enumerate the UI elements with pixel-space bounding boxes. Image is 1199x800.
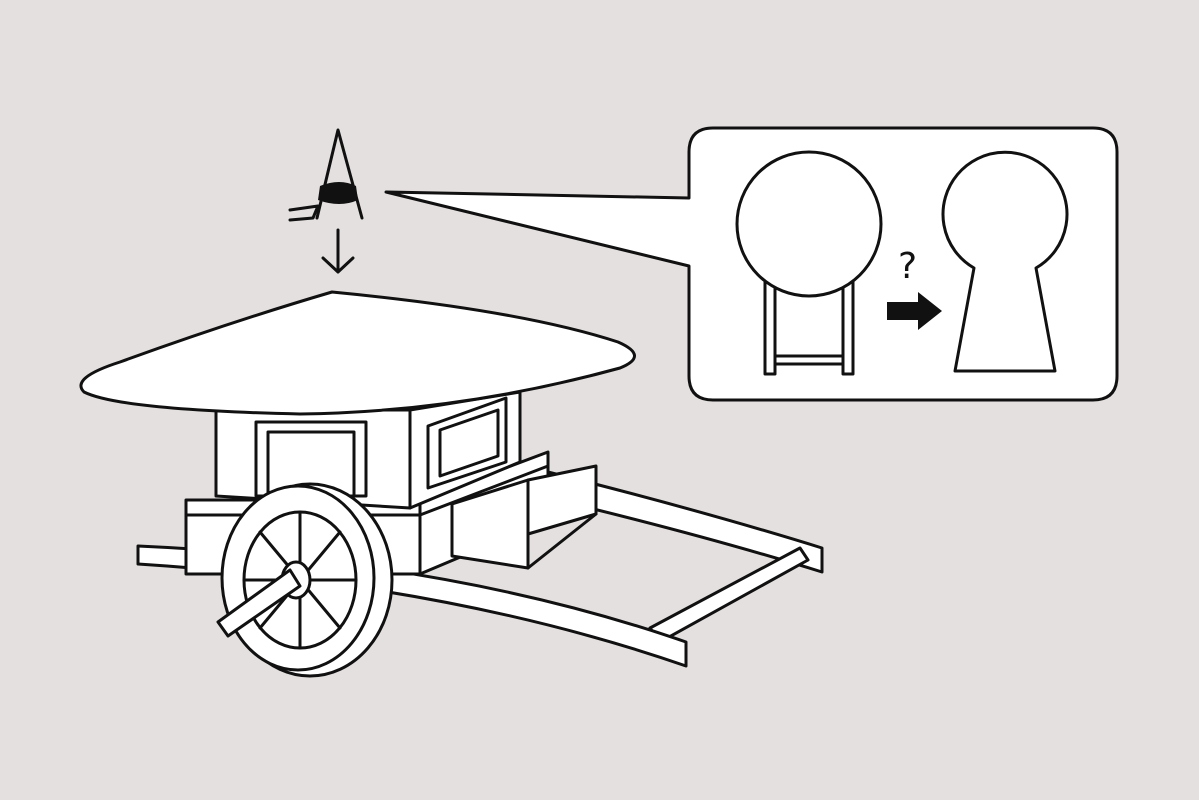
keyhole-shape bbox=[941, 150, 1069, 373]
right-arrow-icon bbox=[887, 292, 942, 330]
observer-figure bbox=[288, 128, 364, 222]
cart-wheel bbox=[216, 482, 394, 678]
question-mark: ? bbox=[898, 246, 917, 287]
speech-bubble: ? bbox=[384, 126, 1119, 402]
down-arrow-icon bbox=[321, 228, 355, 274]
cart-roof bbox=[79, 290, 636, 416]
round-head-stand-shape bbox=[735, 150, 883, 376]
